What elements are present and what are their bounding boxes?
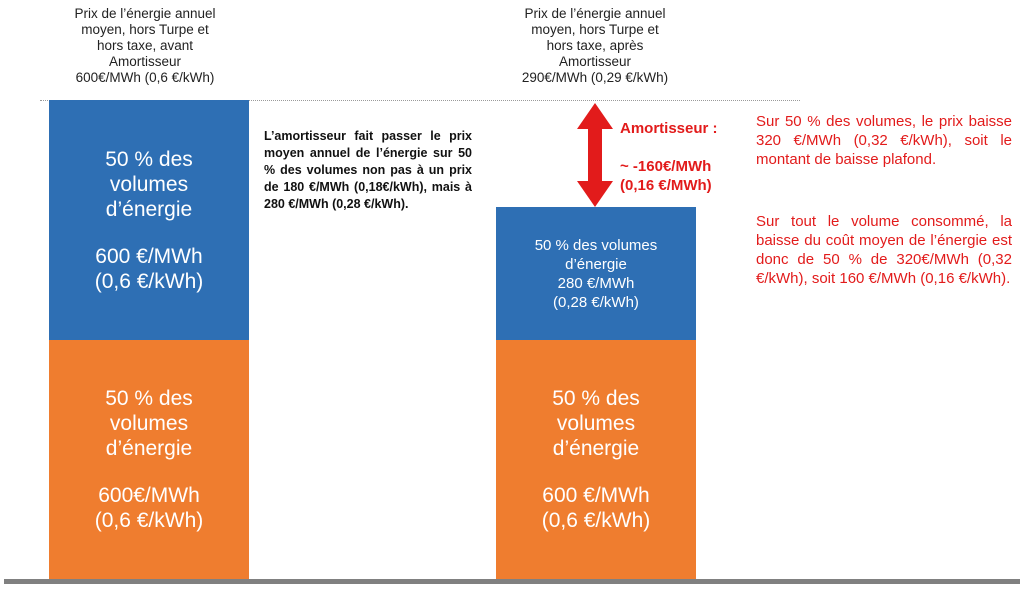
label-line: d’énergie: [552, 437, 640, 460]
double-arrow-icon: [577, 103, 613, 207]
text-line: 280 €/MWh: [557, 274, 635, 292]
amortisseur-value: ~ -160€/MWh (0,16 €/MWh): [620, 157, 740, 195]
label-line: d’énergie: [105, 197, 193, 221]
right-note-paragraph-1: Sur 50 % des volumes, le prix baisse 320…: [756, 113, 1012, 168]
right-header-line: moyen, hors Turpe et: [531, 22, 659, 37]
value-line: (0,6 €/kWh): [94, 509, 204, 532]
left-top-value: 600 €/MWh (0,6 €/kWh): [95, 244, 204, 294]
label-line: volumes: [109, 172, 189, 196]
label-line: 50 % des: [552, 387, 640, 410]
label-line: 50 % des: [105, 387, 193, 410]
left-top-block: 50 % des volumes d’énergie 600 €/MWh (0,…: [49, 100, 249, 340]
label-line: volumes: [109, 412, 189, 435]
left-header-line: hors taxe, avant: [96, 38, 194, 53]
left-column-header: Prix de l’énergie annuel moyen, hors Tur…: [20, 6, 270, 86]
value-line: (0,6 €/kWh): [94, 269, 204, 293]
value-line: 600 €/MWh: [542, 484, 650, 507]
right-column-header: Prix de l’énergie annuel moyen, hors Tur…: [470, 6, 720, 86]
left-bottom-label: 50 % des volumes d’énergie: [105, 386, 193, 461]
left-bottom-value: 600€/MWh (0,6 €/kWh): [95, 483, 204, 533]
left-header-line: Prix de l’énergie annuel: [74, 6, 216, 21]
right-bottom-value: 600 €/MWh (0,6 €/kWh): [542, 483, 651, 533]
left-header-line: 600€/MWh (0,6 €/kWh): [75, 70, 215, 85]
right-header-line: 290€/MWh (0,29 €/kWh): [521, 70, 669, 85]
label-line: volumes: [556, 412, 636, 435]
amortisseur-value-line: ~ -160€/MWh: [620, 158, 712, 175]
right-top-block: 50 % des volumes d’énergie 280 €/MWh (0,…: [496, 207, 696, 340]
label-line: d’énergie: [105, 437, 193, 460]
amortisseur-value-line: (0,16 €/MWh): [620, 177, 712, 194]
right-top-text: 50 % des volumes d’énergie 280 €/MWh (0,…: [535, 236, 658, 312]
right-bottom-block: 50 % des volumes d’énergie 600 €/MWh (0,…: [496, 340, 696, 579]
reference-dotted-line: [40, 100, 800, 101]
left-top-label: 50 % des volumes d’énergie: [105, 147, 193, 222]
right-header-line: Amortisseur: [558, 54, 631, 69]
value-line: 600 €/MWh: [95, 244, 203, 268]
left-header-line: moyen, hors Turpe et: [81, 22, 209, 37]
middle-explanation-note: L’amortisseur fait passer le prix moyen …: [264, 129, 472, 211]
right-bottom-label: 50 % des volumes d’énergie: [552, 386, 640, 461]
amortisseur-title: Amortisseur :: [620, 120, 718, 137]
value-line: (0,6 €/kWh): [541, 509, 651, 532]
text-line: 50 % des volumes: [534, 236, 658, 254]
label-line: 50 % des: [105, 147, 193, 171]
right-header-line: Prix de l’énergie annuel: [524, 6, 666, 21]
right-header-line: hors taxe, après: [546, 38, 644, 53]
value-line: 600€/MWh: [98, 484, 200, 507]
left-header-line: Amortisseur: [108, 54, 181, 69]
left-bottom-block: 50 % des volumes d’énergie 600€/MWh (0,6…: [49, 340, 249, 579]
ground-line: [4, 579, 1020, 584]
right-note-paragraph-2: Sur tout le volume consommé, la baisse d…: [756, 213, 1012, 287]
text-line: d’énergie: [565, 255, 627, 273]
text-line: (0,28 €/kWh): [553, 293, 639, 311]
